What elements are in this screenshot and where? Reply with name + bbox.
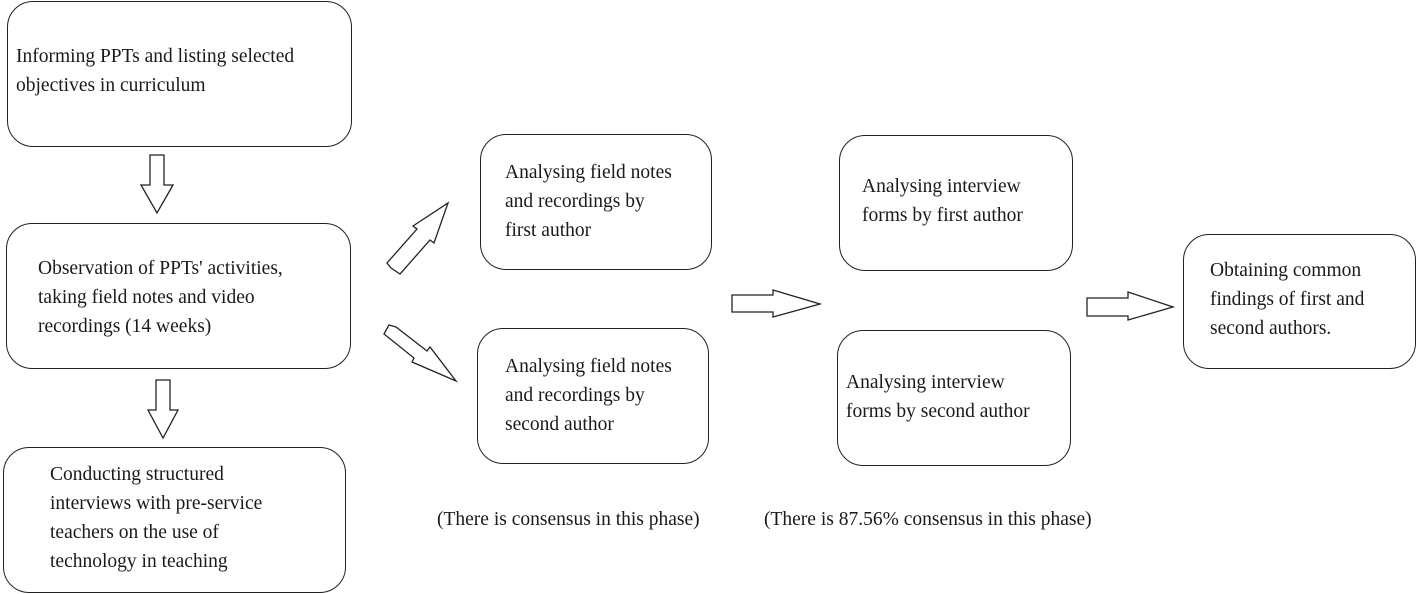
step-field-first-text: Analysing field notes and recordings by … (505, 162, 672, 241)
step-observation-box (6, 223, 351, 369)
arrow-down-informing-to-observation (139, 154, 175, 215)
step-interviews-text: Conducting structured interviews with pr… (50, 464, 263, 572)
step-field-second-box (477, 328, 709, 464)
step-interview-first-text: Analysing interview forms by first autho… (862, 176, 1023, 226)
step-informing-box (7, 1, 352, 147)
arrow-right-interview-to-findings (1086, 291, 1176, 321)
step-observation-text: Observation of PPTs' activities, taking … (38, 258, 283, 337)
step-interview-first-box (839, 135, 1073, 271)
step-common-findings-text: Obtaining common findings of first and s… (1210, 260, 1365, 339)
note-field-phase-consensus: (There is consensus in this phase) (437, 509, 700, 530)
step-interview-second-text: Analysing interview forms by second auth… (846, 372, 1030, 422)
arrow-diag-up-to-field-first (386, 201, 450, 275)
arrow-diag-down-to-field-second (383, 324, 459, 383)
note-interview-phase-consensus: (There is 87.56% consensus in this phase… (764, 509, 1092, 530)
arrow-down-observation-to-interviews (146, 379, 180, 440)
step-informing-text: Informing PPTs and listing selected obje… (16, 46, 295, 96)
step-interview-second-box (837, 330, 1071, 466)
step-field-second-text: Analysing field notes and recordings by … (505, 356, 672, 435)
step-interviews-box (3, 447, 346, 593)
step-common-findings-box (1183, 234, 1416, 369)
step-field-first-box (480, 134, 712, 270)
arrow-right-field-to-interview (731, 289, 823, 318)
